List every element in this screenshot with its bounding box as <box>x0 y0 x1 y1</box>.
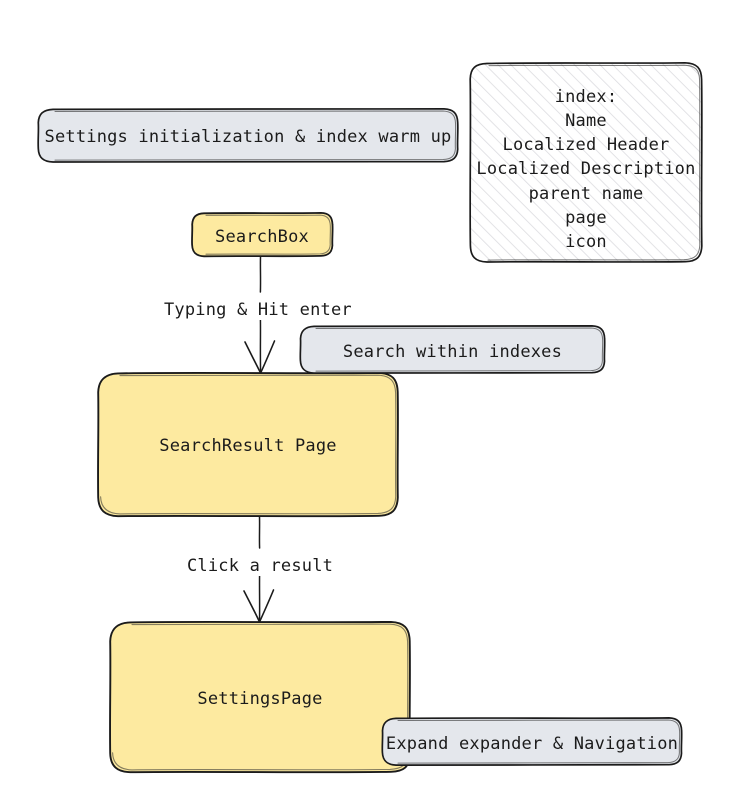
index-schema-node[interactable] <box>469 61 703 263</box>
edge-typing-hit-enter-label: Typing & Hit enter <box>160 300 356 320</box>
expand-expander-navigation-note[interactable] <box>381 717 683 766</box>
searchbox-node[interactable] <box>191 211 334 258</box>
search-within-indexes-note[interactable] <box>299 325 606 374</box>
settings-initialization-note[interactable] <box>37 108 459 163</box>
edge-click-a-result-label: Click a result <box>183 556 338 576</box>
searchresult-page-node[interactable] <box>97 371 399 518</box>
edge-typing-hit-enter <box>244 256 276 374</box>
index-node-outline <box>469 61 703 263</box>
edge-click-a-result <box>243 516 275 623</box>
settingspage-node[interactable] <box>109 620 411 774</box>
